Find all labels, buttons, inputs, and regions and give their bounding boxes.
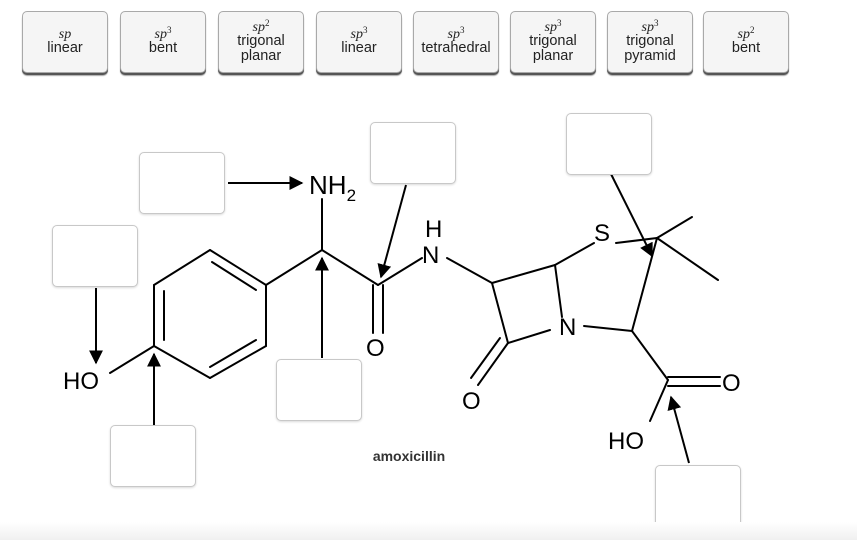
tile-hybridization: sp3	[641, 17, 659, 35]
tile-hybridization: sp3	[350, 25, 368, 42]
acid-ho-label: HO	[608, 428, 644, 455]
tile-hybridization: sp3	[544, 17, 562, 35]
tile-hybridization: sp3	[447, 25, 465, 42]
nh2-label: NH2	[309, 170, 356, 205]
arrow-to-carbonyl	[377, 184, 407, 279]
drop-target-aromatic-carbon[interactable]	[110, 425, 196, 487]
answer-tile-2[interactable]: sp3 bent	[120, 11, 206, 73]
arrow-to-quaternary-carbon	[610, 173, 653, 258]
answer-tile-3[interactable]: sp2 trigonal planar	[218, 11, 304, 73]
amide-o-label: O	[366, 335, 385, 362]
phenol-ho-label: HO	[63, 368, 99, 395]
answer-tile-5[interactable]: sp3 tetrahedral	[413, 11, 499, 73]
tile-geometry: linear	[47, 40, 83, 56]
answer-tile-6[interactable]: sp3 trigonal planar	[510, 11, 596, 73]
tile-hybridization: sp2	[737, 25, 755, 42]
tile-geometry: trigonal	[237, 32, 285, 49]
ring-n-label: N	[559, 314, 576, 341]
tile-geometry-line2: planar	[532, 47, 574, 64]
acid-o-label: O	[722, 370, 741, 397]
drop-target-nh2[interactable]	[139, 152, 225, 214]
sulfur-label: S	[594, 220, 610, 247]
drop-target-amide-carbon[interactable]	[370, 122, 456, 184]
tile-geometry: bent	[731, 40, 761, 56]
amide-h-label: H	[425, 216, 442, 243]
arrow-to-carboxyl-carbon	[667, 395, 690, 464]
lactam-o-label: O	[462, 388, 481, 415]
tile-geometry: tetrahedral	[421, 40, 491, 56]
drop-target-carboxyl-carbon[interactable]	[655, 465, 741, 527]
tile-geometry-line2: pyramid	[624, 47, 676, 64]
answer-tile-4[interactable]: sp3 linear	[316, 11, 402, 73]
tile-hybridization: sp	[58, 27, 72, 42]
tile-hybridization: sp3	[154, 25, 172, 42]
tile-hybridization: sp2	[252, 17, 270, 35]
answer-tile-7[interactable]: sp3 trigonal pyramid	[607, 11, 693, 73]
answer-tile-8[interactable]: sp2 bent	[703, 11, 789, 73]
drop-target-alpha-carbon[interactable]	[276, 359, 362, 421]
tile-geometry-line2: planar	[240, 47, 282, 64]
tile-geometry: linear	[341, 40, 377, 56]
atom-labels: NH2 H N O S N O O HO HO	[63, 170, 741, 455]
bottom-edge	[0, 522, 857, 540]
amide-n-label: N	[422, 242, 439, 269]
drop-target-phenol-oxygen[interactable]	[52, 225, 138, 287]
pointer-arrows	[89, 173, 690, 464]
drop-target-gem-dimethyl-carbon[interactable]	[566, 113, 652, 175]
molecule-name: amoxicillin	[373, 448, 445, 464]
tile-geometry: trigonal	[626, 32, 674, 49]
tile-geometry: bent	[148, 40, 178, 56]
tile-geometry: trigonal	[529, 32, 577, 49]
answer-tile-1[interactable]: sp linear	[22, 11, 108, 73]
bond-lines	[109, 198, 721, 422]
